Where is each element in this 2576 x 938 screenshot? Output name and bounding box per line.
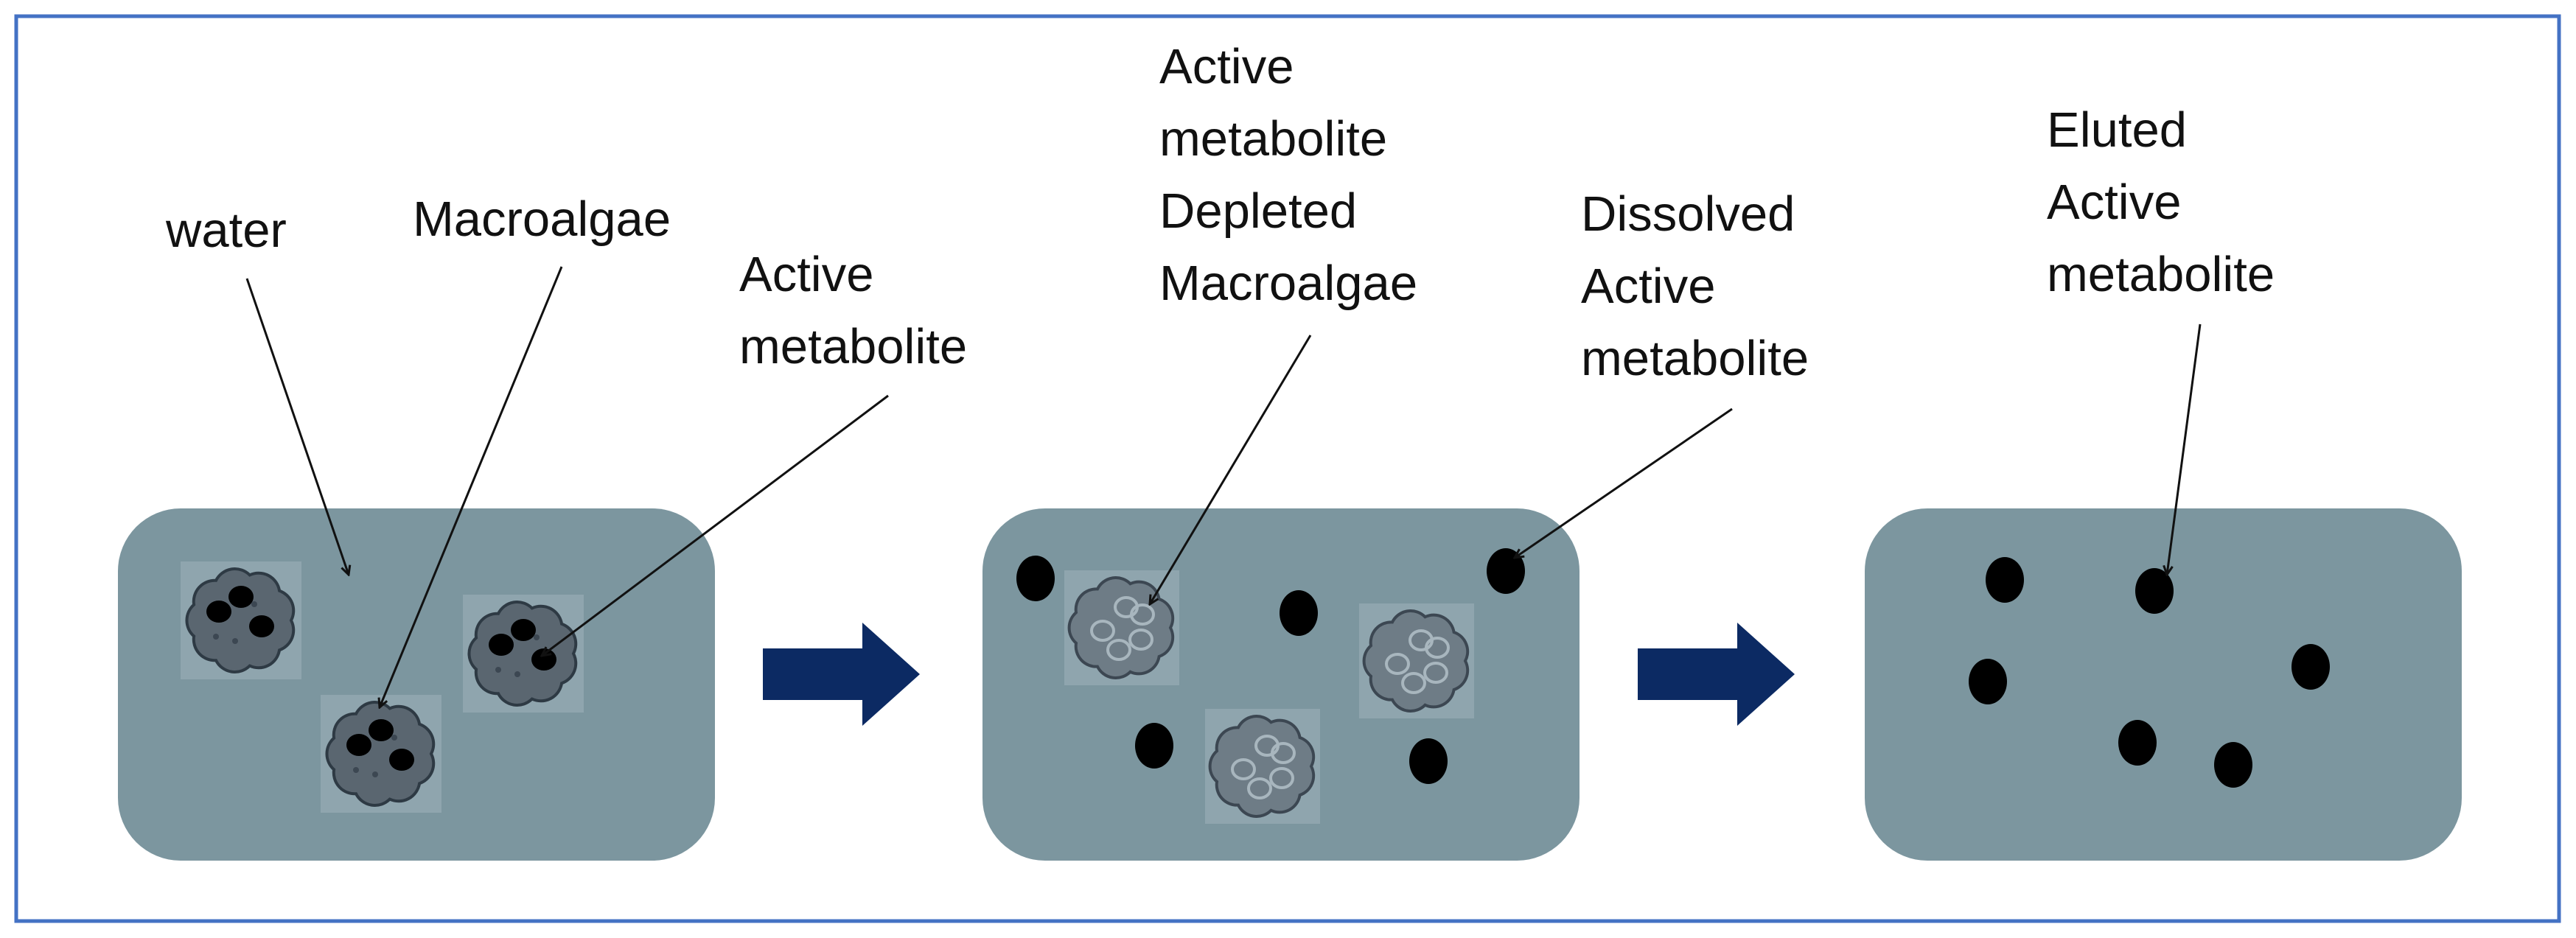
metabolite-particle-icon [1986, 557, 2024, 603]
macroalgae-with-metabolite-icon [181, 561, 301, 679]
depleted-macroalgae-icon [1205, 709, 1320, 824]
right-arrow-icon [1638, 623, 1795, 726]
right-arrow-icon [763, 623, 920, 726]
metabolite-particle-icon [1487, 548, 1525, 594]
depleted-macroalgae-icon [1064, 570, 1179, 685]
macroalgae-with-metabolite-icon [463, 595, 584, 713]
metabolite-particle-icon [2135, 568, 2174, 614]
metabolite-particle-icon [1969, 659, 2007, 704]
macroalgae-with-metabolite-icon [321, 695, 441, 813]
leader-line-water [245, 278, 349, 575]
metabolite-particle-icon [2118, 720, 2157, 766]
metabolite-particle-icon [1409, 738, 1448, 784]
leader-line-macroalgae [380, 266, 563, 707]
metabolite-particle-icon [1135, 723, 1173, 769]
label-active-metabolite: Active metabolite [739, 247, 967, 374]
label-depleted-macroalgae: Active metabolite Depleted Macroalgae [1159, 39, 1417, 311]
metabolite-particle-icon [1016, 556, 1055, 601]
metabolite-particle-icon [1280, 590, 1318, 636]
leader-line-active-metabolite [542, 394, 889, 656]
metabolite-particle-icon [2291, 644, 2330, 690]
label-eluted-active-metabolite: Eluted Active metabolite [2047, 102, 2275, 302]
label-dissolved-active-metabolite: Dissolved Active metabolite [1581, 186, 1809, 386]
container-eluted [1865, 508, 2462, 861]
leader-line-eluted [2167, 323, 2202, 575]
leader-line-depleted [1150, 335, 1312, 604]
metabolite-particle-icon [2214, 742, 2252, 788]
depleted-macroalgae-icon [1359, 603, 1474, 718]
label-macroalgae: Macroalgae [413, 192, 671, 247]
leader-line-dissolved [1515, 407, 1733, 558]
label-water: water [165, 203, 287, 258]
